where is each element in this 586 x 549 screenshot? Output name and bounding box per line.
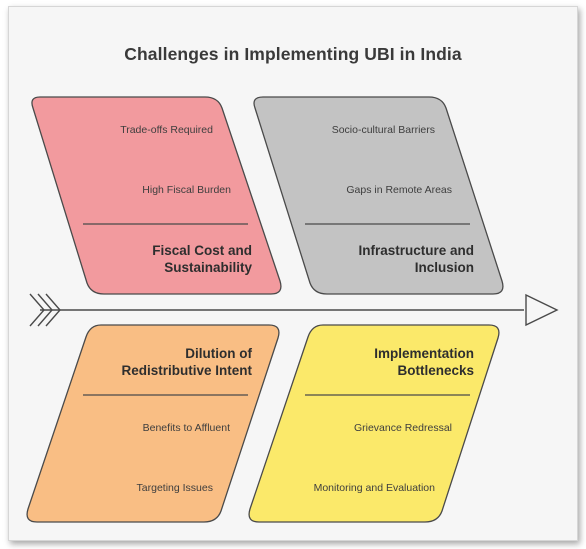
fiscal-category-shape: [31, 96, 282, 295]
fiscal-cause-1: Trade-offs Required: [120, 124, 213, 136]
tail-chevron-2: [37, 293, 53, 327]
fiscal-heading-line2: Sustainability: [164, 260, 252, 275]
infrastructure-cause-2: Gaps in Remote Areas: [346, 184, 452, 196]
implementation-cause-2: Monitoring and Evaluation: [313, 482, 435, 494]
infrastructure-heading-line2: Inclusion: [414, 260, 474, 275]
implementation-heading-line1: Implementation: [374, 346, 474, 361]
dilution-heading: Dilution of Redistributive Intent: [121, 345, 252, 379]
dilution-cause-2: Targeting Issues: [136, 482, 213, 494]
dilution-heading-line1: Dilution of: [185, 346, 252, 361]
fiscal-cause-2: High Fiscal Burden: [142, 184, 231, 196]
infrastructure-heading: Infrastructure and Inclusion: [358, 242, 474, 276]
dilution-cause-1: Benefits to Affluent: [142, 422, 230, 434]
diagram-title: Challenges in Implementing UBI in India: [124, 44, 462, 64]
implementation-heading-line2: Bottlenecks: [397, 363, 474, 378]
implementation-heading: Implementation Bottlenecks: [374, 345, 474, 379]
tail-chevron-3: [45, 293, 61, 327]
fiscal-heading-line1: Fiscal Cost and: [152, 243, 252, 258]
tail-chevron-1: [29, 293, 45, 327]
implementation-cause-1: Grievance Redressal: [353, 422, 452, 434]
infrastructure-heading-line1: Infrastructure and: [358, 243, 474, 258]
infrastructure-cause-1: Socio-cultural Barriers: [331, 124, 435, 136]
fiscal-heading: Fiscal Cost and Sustainability: [152, 242, 252, 276]
arrow-head-icon: [525, 293, 559, 327]
infrastructure-category-shape: [253, 96, 504, 295]
dilution-heading-line2: Redistributive Intent: [121, 363, 252, 378]
implementation-category-shape: [248, 324, 500, 523]
dilution-category-shape: [26, 324, 280, 523]
